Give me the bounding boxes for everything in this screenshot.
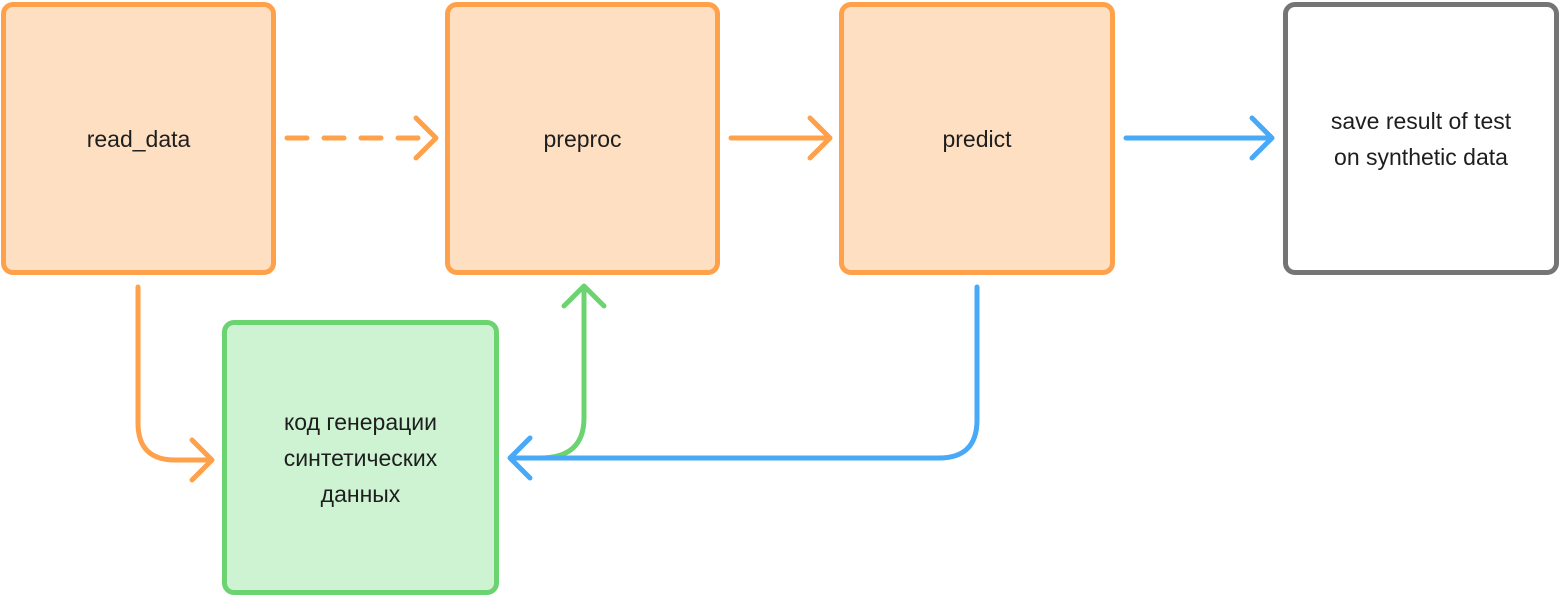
edge-read-data-to-preproc	[284, 115, 439, 161]
edge-predict-to-save-result	[1123, 115, 1275, 161]
node-generation-code-label: код генерации синтетических данных	[283, 408, 438, 507]
node-predict-label: predict	[942, 125, 1012, 152]
node-preproc[interactable]: preproc	[445, 2, 720, 275]
node-predict[interactable]: predict	[839, 2, 1115, 275]
node-generation-code[interactable]: код генерации синтетических данных	[222, 320, 499, 595]
edge-preproc-to-predict	[728, 115, 833, 161]
edge-predict-to-generation-code	[507, 284, 980, 481]
edge-generation-code-to-preproc	[537, 283, 607, 461]
node-preproc-label: preproc	[543, 125, 622, 152]
node-read-data[interactable]: read_data	[1, 2, 276, 275]
node-read-data-label: read_data	[86, 125, 191, 152]
node-save-result-label: save result of test on synthetic data	[1330, 107, 1512, 170]
edge-read-data-to-generation-code	[135, 284, 215, 483]
node-save-result[interactable]: save result of test on synthetic data	[1283, 2, 1559, 275]
